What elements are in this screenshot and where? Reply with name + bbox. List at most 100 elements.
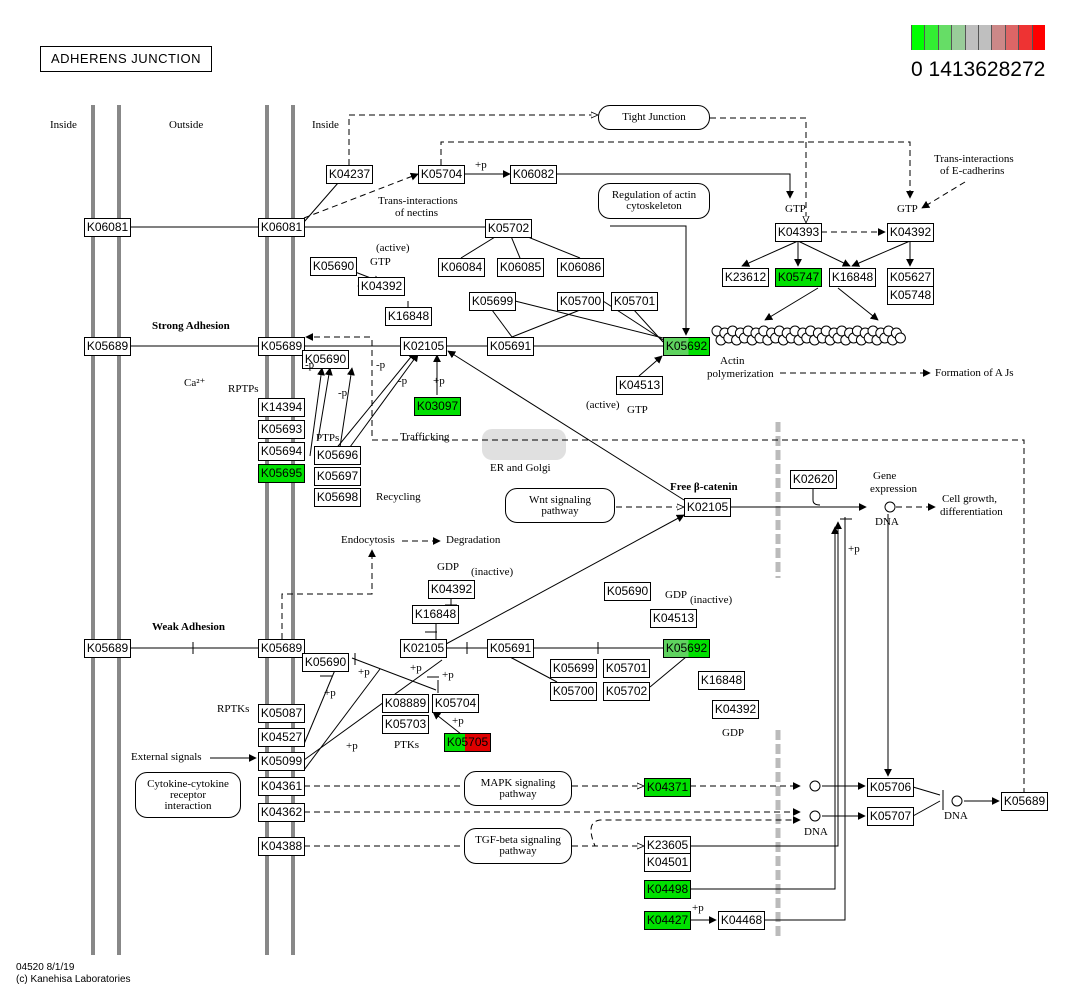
gene-node-k04361[interactable]: K04361 xyxy=(258,777,305,796)
interaction-edge xyxy=(348,115,598,165)
gene-node-k05689[interactable]: K05689 xyxy=(258,337,305,356)
gene-node-k05703[interactable]: K05703 xyxy=(382,715,429,734)
gene-node-k04501[interactable]: K04501 xyxy=(644,853,691,872)
gene-node-k05707[interactable]: K05707 xyxy=(867,807,914,826)
diagram-label: RPTKs xyxy=(217,703,250,715)
gene-node-k05748[interactable]: K05748 xyxy=(887,286,934,305)
diagram-label: -p xyxy=(376,359,386,371)
interaction-edge xyxy=(912,786,941,796)
diagram-label: Ca²⁺ xyxy=(184,377,206,389)
gene-node-k04392[interactable]: K04392 xyxy=(428,580,475,599)
gene-node-k04468[interactable]: K04468 xyxy=(718,911,765,930)
gene-node-k16848[interactable]: K16848 xyxy=(412,605,459,624)
gene-node-k05087[interactable]: K05087 xyxy=(258,704,305,723)
pathway-link-p3[interactable]: Wnt signaling pathway xyxy=(505,488,615,523)
gene-node-k16848[interactable]: K16848 xyxy=(698,671,745,690)
diagram-label: -p xyxy=(305,359,315,371)
gene-node-k04513[interactable]: K04513 xyxy=(650,609,697,628)
interaction-edge xyxy=(511,309,581,338)
legend-labels: 0 1413628272 xyxy=(911,58,1046,81)
interaction-edge xyxy=(440,141,914,199)
gene-node-k05701[interactable]: K05701 xyxy=(611,292,658,311)
interaction-edge xyxy=(690,526,839,890)
gene-node-k04237[interactable]: K04237 xyxy=(326,165,373,184)
legend-swatch xyxy=(1004,25,1019,50)
pathway-link-p1[interactable]: Tight Junction xyxy=(598,105,710,130)
pathway-link-p4[interactable]: Cytokine-cytokine receptor interaction xyxy=(135,772,241,818)
gene-node-k05706[interactable]: K05706 xyxy=(867,778,914,797)
legend-swatch xyxy=(924,25,938,50)
gene-node-k05699[interactable]: K05699 xyxy=(469,292,516,311)
gene-node-k04371[interactable]: K04371 xyxy=(644,778,691,797)
gene-node-k05704[interactable]: K05704 xyxy=(432,694,479,713)
gene-node-k05695[interactable]: K05695 xyxy=(258,464,305,483)
gene-node-k05699[interactable]: K05699 xyxy=(550,659,597,678)
gene-node-k05690[interactable]: K05690 xyxy=(302,653,349,672)
gene-node-k05690[interactable]: K05690 xyxy=(302,350,349,369)
gene-node-k04392[interactable]: K04392 xyxy=(887,223,934,242)
gene-node-k06081[interactable]: K06081 xyxy=(84,218,131,237)
gene-node-k05627[interactable]: K05627 xyxy=(887,268,934,287)
state-node xyxy=(951,795,963,807)
gene-node-k02620[interactable]: K02620 xyxy=(790,470,837,489)
gene-node-k05690[interactable]: K05690 xyxy=(310,257,357,276)
gene-node-k16848[interactable]: K16848 xyxy=(385,307,432,326)
gene-node-k06082[interactable]: K06082 xyxy=(510,165,557,184)
legend-swatch xyxy=(911,25,925,50)
gene-node-k04388[interactable]: K04388 xyxy=(258,837,305,856)
gene-node-k05689[interactable]: K05689 xyxy=(84,639,131,658)
gene-node-k05691[interactable]: K05691 xyxy=(487,639,534,658)
gene-node-k05689[interactable]: K05689 xyxy=(258,639,305,658)
diagram-label: (inactive) xyxy=(471,566,514,578)
gene-node-k14394[interactable]: K14394 xyxy=(258,398,305,417)
gene-node-k05696[interactable]: K05696 xyxy=(314,446,361,465)
gene-node-k05693[interactable]: K05693 xyxy=(258,420,305,439)
gene-node-k05700[interactable]: K05700 xyxy=(550,682,597,701)
gene-node-k23612[interactable]: K23612 xyxy=(722,268,769,287)
gene-node-k04392[interactable]: K04392 xyxy=(358,277,405,296)
gene-node-k05690[interactable]: K05690 xyxy=(604,582,651,601)
diagram-label: GTP xyxy=(897,203,918,215)
gene-node-k06085[interactable]: K06085 xyxy=(497,258,544,277)
gene-node-k02105[interactable]: K02105 xyxy=(400,337,447,356)
gene-node-k05700[interactable]: K05700 xyxy=(557,292,604,311)
gene-node-k06086[interactable]: K06086 xyxy=(557,258,604,277)
gene-node-k04393[interactable]: K04393 xyxy=(775,223,822,242)
gene-node-k05704[interactable]: K05704 xyxy=(418,165,465,184)
gene-node-k05694[interactable]: K05694 xyxy=(258,442,305,461)
gene-node-k05747[interactable]: K05747 xyxy=(775,268,822,287)
gene-node-k05691[interactable]: K05691 xyxy=(487,337,534,356)
gene-node-k04498[interactable]: K04498 xyxy=(644,880,691,899)
gene-node-k05701[interactable]: K05701 xyxy=(603,659,650,678)
gene-node-k05705[interactable]: K05705 xyxy=(444,733,491,752)
gene-node-k05702[interactable]: K05702 xyxy=(603,682,650,701)
pathway-link-p5[interactable]: MAPK signaling pathway xyxy=(464,771,572,806)
gene-node-k06084[interactable]: K06084 xyxy=(438,258,485,277)
interaction-edge xyxy=(303,172,419,219)
gene-node-k04392[interactable]: K04392 xyxy=(712,700,759,719)
gene-node-k04362[interactable]: K04362 xyxy=(258,803,305,822)
gene-node-k05689[interactable]: K05689 xyxy=(1001,792,1048,811)
diagram-label: DNA xyxy=(875,516,899,528)
gene-node-k04527[interactable]: K04527 xyxy=(258,728,305,747)
diagram-label: GTP xyxy=(785,203,806,215)
gene-node-k06081[interactable]: K06081 xyxy=(258,218,305,237)
gene-node-k04513[interactable]: K04513 xyxy=(616,376,663,395)
pathway-link-p2[interactable]: Regulation of actin cytoskeleton xyxy=(598,183,710,219)
gene-node-k05692[interactable]: K05692 xyxy=(663,337,710,356)
gene-node-k16848[interactable]: K16848 xyxy=(829,268,876,287)
gene-node-k05099[interactable]: K05099 xyxy=(258,752,305,771)
gene-node-k05697[interactable]: K05697 xyxy=(314,467,361,486)
gene-node-k03097[interactable]: K03097 xyxy=(414,397,461,416)
gene-node-k02105[interactable]: K02105 xyxy=(400,639,447,658)
interaction-edge xyxy=(797,240,851,267)
gene-node-k05698[interactable]: K05698 xyxy=(314,488,361,507)
gene-node-k05692[interactable]: K05692 xyxy=(663,639,710,658)
gene-node-k02105[interactable]: K02105 xyxy=(684,498,731,517)
gene-node-k23605[interactable]: K23605 xyxy=(644,836,691,855)
gene-node-k05689[interactable]: K05689 xyxy=(84,337,131,356)
pathway-link-p6[interactable]: TGF-beta signaling pathway xyxy=(464,828,572,864)
gene-node-k05702[interactable]: K05702 xyxy=(485,219,532,238)
gene-node-k04427[interactable]: K04427 xyxy=(644,911,691,930)
gene-node-k08889[interactable]: K08889 xyxy=(382,694,429,713)
